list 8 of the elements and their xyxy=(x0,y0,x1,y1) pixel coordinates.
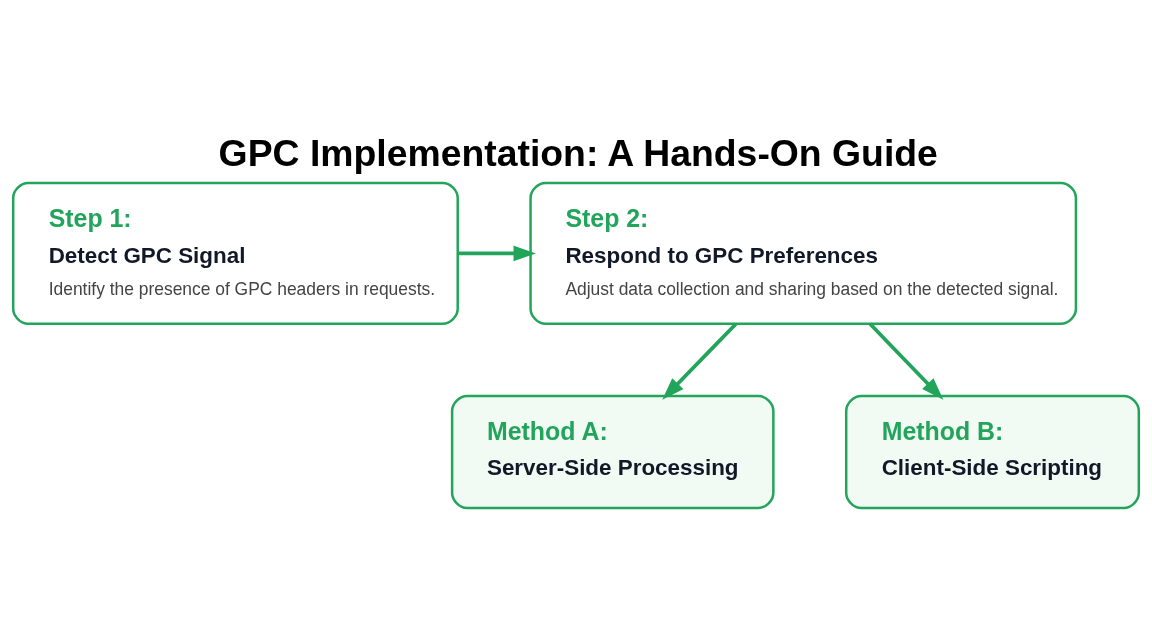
node-box: Step 1: Detect GPC Signal Identify the presence of GPC headers in requests. xyxy=(11,181,459,325)
diagram-title: GPC Implementation: A Hands-On Guide xyxy=(218,131,938,174)
arrow xyxy=(868,322,944,400)
arrow xyxy=(457,245,536,262)
node-box: Step 2: Respond to GPC Preferences Adjust data collection and sharing based on the detected signal. xyxy=(529,181,1078,325)
arrow xyxy=(662,322,738,400)
node-box: Method A: Server-Side Processing xyxy=(450,394,775,510)
node-box: Method B: Client-Side Scripting xyxy=(844,394,1141,510)
